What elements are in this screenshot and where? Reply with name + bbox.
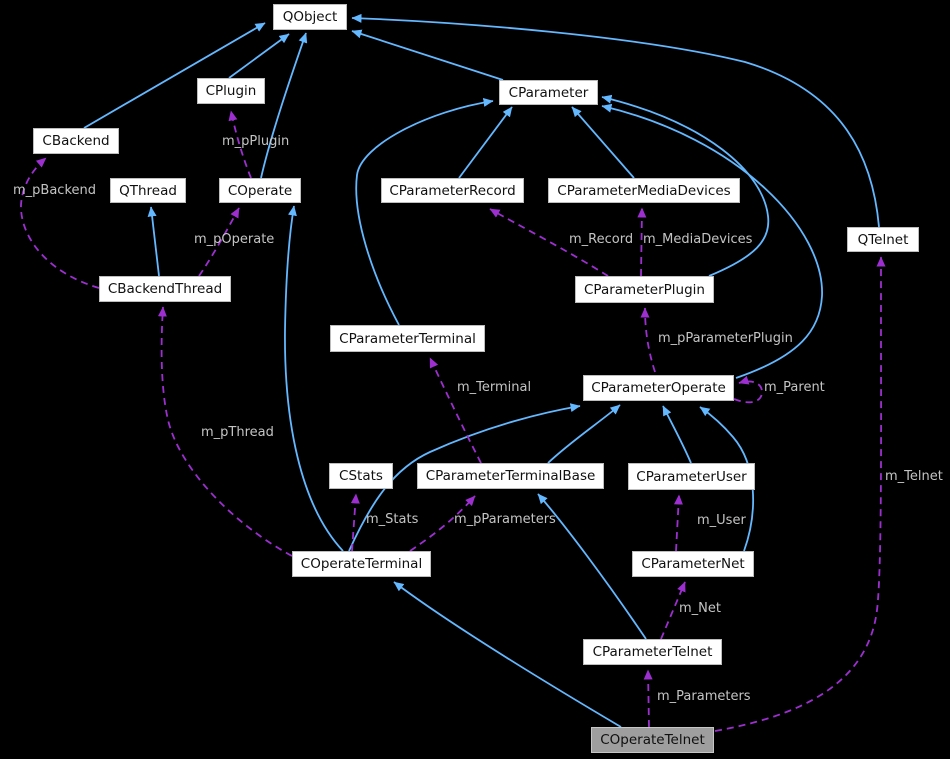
node-qtelnet[interactable]: QTelnet [847,227,919,252]
edge-member-m_Stats [350,493,360,552]
edge-member-m_pParameters [409,495,476,552]
node-cparameter[interactable]: CParameter [499,80,598,105]
edge-label-m_pBackend: m_pBackend [13,183,97,198]
edge-inherit-cplugin-qobject [228,33,290,79]
edge-inherit-cparameteroperate-cparameter [601,103,823,379]
edge-member-m_pPlugin [228,110,252,179]
edge-inherit-cparameterterminalbase-cparameteroperate [547,404,621,464]
edge-inherit-coperateterminal-cparameteroperate [348,403,581,552]
node-cparameteroperate[interactable]: CParameterOperate [583,375,734,401]
edge-label-m_pParameters: m_pParameters [454,512,556,527]
edge-label-m_MediaDevices: m_MediaDevices [643,232,753,247]
edge-inherit-cparameterplugin-cparameter [601,94,770,277]
edge-inherit-cparameteruser-cparameteroperate [662,405,692,464]
node-cparameterrecord[interactable]: CParameterRecord [381,178,524,203]
edge-inherit-coperate-qobject [260,32,308,179]
node-coperatetelnet[interactable]: COperateTelnet [591,727,714,753]
node-coperate[interactable]: COperate [219,178,301,203]
node-cparameterterminalbase[interactable]: CParameterTerminalBase [417,463,604,489]
node-cbackendthread[interactable]: CBackendThread [99,276,231,302]
edge-label-m_User: m_User [697,513,746,528]
node-qobject[interactable]: QObject [273,4,347,30]
edge-inherit-coperatetelnet-coperateterminal [393,581,622,728]
edge-inherit-cparameterrecord-cparameter [458,106,513,179]
node-qthread[interactable]: QThread [110,178,186,203]
edge-label-m_Record: m_Record [569,232,634,247]
node-cbackend[interactable]: CBackend [33,128,119,154]
node-cplugin[interactable]: CPlugin [197,78,265,104]
edge-inherit-cparameterterminal-cparameter [355,98,494,326]
edge-inherit-cbackend-qobject [83,22,266,129]
edge-inherit-cparameternet-cparameteroperate [699,406,755,552]
edge-member-m_Terminal [429,357,482,464]
node-coperateterminal[interactable]: COperateTerminal [292,551,431,577]
edge-member-m_pParameterPlugin [640,307,656,373]
edge-label-m_Net: m_Net [679,601,721,616]
edge-inherit-cparametertelnet-cparameterterminalbase [537,493,647,640]
edge-label-m_pParameterPlugin: m_pParameterPlugin [658,331,793,346]
edge-member-m_Parent [733,375,763,404]
edge-label-m_Parent: m_Parent [764,380,825,395]
edge-member-m_Net [660,581,686,640]
edge-label-m_Stats: m_Stats [366,512,419,527]
edge-member-m_User [673,494,683,552]
node-cparameteruser[interactable]: CParameterUser [628,463,755,490]
edge-member-m_MediaDevices [637,207,647,277]
edge-label-m_Parameters: m_Parameters [657,689,751,704]
edge-label-m_pThread: m_pThread [201,425,274,440]
edge-label-m_Terminal: m_Terminal [457,380,532,395]
edge-member-m_Parameters [643,669,653,728]
node-cparameterplugin[interactable]: CParameterPlugin [575,276,714,303]
node-cstats[interactable]: CStats [329,463,393,489]
edge-member-m_pBackend [20,157,100,289]
edge-inherit-cbackendthread-qthread [147,206,160,277]
node-cparameternet[interactable]: CParameterNet [632,551,754,577]
edge-inherit-cparametermediadevices-cparameter [571,106,635,179]
edge-label-m_Telnet: m_Telnet [885,469,943,484]
edge-inherit-qtelnet-qobject [351,13,880,228]
edge-inherit-coperateterminal-coperate [284,205,344,552]
edge-member-m_pThread [157,306,293,557]
edge-member-m_Record [489,208,609,277]
edge-inherit-cparameter-qobject [351,29,504,81]
node-cparametertelnet[interactable]: CParameterTelnet [583,639,722,665]
edge-member-m_pOperate [198,207,240,277]
edge-label-m_pPlugin: m_pPlugin [222,134,290,149]
node-cparameterterminal[interactable]: CParameterTerminal [330,325,485,352]
node-cparametermediadevices[interactable]: CParameterMediaDevices [548,178,740,203]
edge-label-m_pOperate: m_pOperate [194,232,275,247]
edge-member-m_Telnet [714,256,886,732]
